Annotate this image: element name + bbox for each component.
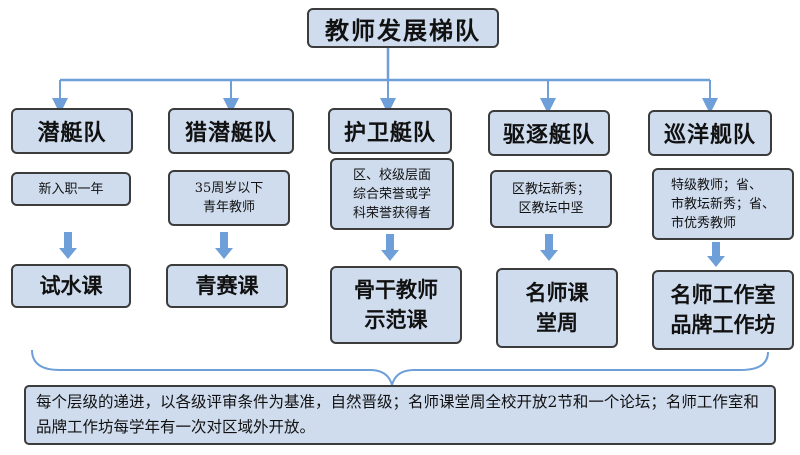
- condition-box-4: 区教坛新秀； 区教坛中坚: [490, 170, 612, 228]
- brace: [31, 349, 769, 389]
- thick-arrow-4: [540, 234, 558, 261]
- tier-name-3: 护卫艇队: [343, 120, 436, 146]
- course-box-5: 名师工作室 品牌工作坊: [652, 270, 794, 350]
- tier-box-1: 潜艇队: [11, 108, 133, 154]
- condition-box-3: 区、校级层面 综合荣誉或学 科荣誉获得者: [330, 158, 454, 230]
- tier-name-5: 巡洋舰队: [663, 122, 756, 148]
- tier-name-1: 潜艇队: [37, 120, 107, 146]
- course-text-3: 骨干教师 示范课: [354, 277, 438, 332]
- thick-arrow-5: [707, 242, 725, 267]
- condition-text-1: 新入职一年: [38, 181, 104, 197]
- tier-box-3: 护卫艇队: [328, 108, 452, 154]
- course-box-2: 青赛课: [166, 264, 288, 308]
- tier-name-4: 驱逐艇队: [502, 122, 595, 148]
- thick-arrow-2: [215, 232, 233, 259]
- condition-box-5: 特级教师；省、 市教坛新秀；省、 市优秀教师: [652, 168, 794, 240]
- tier-box-2: 猎潜艇队: [168, 108, 294, 154]
- course-text-1: 试水课: [39, 273, 103, 298]
- course-box-3: 骨干教师 示范课: [330, 266, 462, 344]
- summary-note-box: 每个层级的递进，以各级评审条件为基准，自然晋级；名师课堂周全校开放2节和一个论坛…: [24, 385, 776, 445]
- condition-text-3: 区、校级层面 综合荣誉或学 科荣誉获得者: [352, 167, 431, 221]
- tier-box-5: 巡洋舰队: [648, 110, 772, 156]
- condition-text-2: 35周岁以下 青年教师: [194, 181, 264, 215]
- thick-arrow-1: [59, 232, 77, 259]
- condition-box-2: 35周岁以下 青年教师: [168, 170, 290, 226]
- title-box: 教师发展梯队: [307, 8, 499, 48]
- thick-arrows: [59, 232, 725, 267]
- condition-text-4: 区教坛新秀； 区教坛中坚: [511, 182, 590, 216]
- course-text-4: 名师课 堂周: [525, 280, 589, 335]
- tier-box-4: 驱逐艇队: [488, 110, 610, 156]
- condition-box-1: 新入职一年: [11, 172, 131, 206]
- course-box-4: 名师课 堂周: [496, 268, 618, 348]
- summary-note-text: 每个层级的递进，以各级评审条件为基准，自然晋级；名师课堂周全校开放2节和一个论坛…: [36, 393, 759, 436]
- thick-arrow-3: [381, 234, 399, 261]
- title-text: 教师发展梯队: [325, 15, 481, 45]
- course-text-2: 青赛课: [195, 273, 259, 298]
- condition-text-5: 特级教师；省、 市教坛新秀；省、 市优秀教师: [670, 177, 775, 231]
- tier-name-2: 猎潜艇队: [184, 120, 277, 146]
- course-box-1: 试水课: [11, 264, 131, 308]
- course-text-5: 名师工作室 品牌工作坊: [670, 282, 776, 337]
